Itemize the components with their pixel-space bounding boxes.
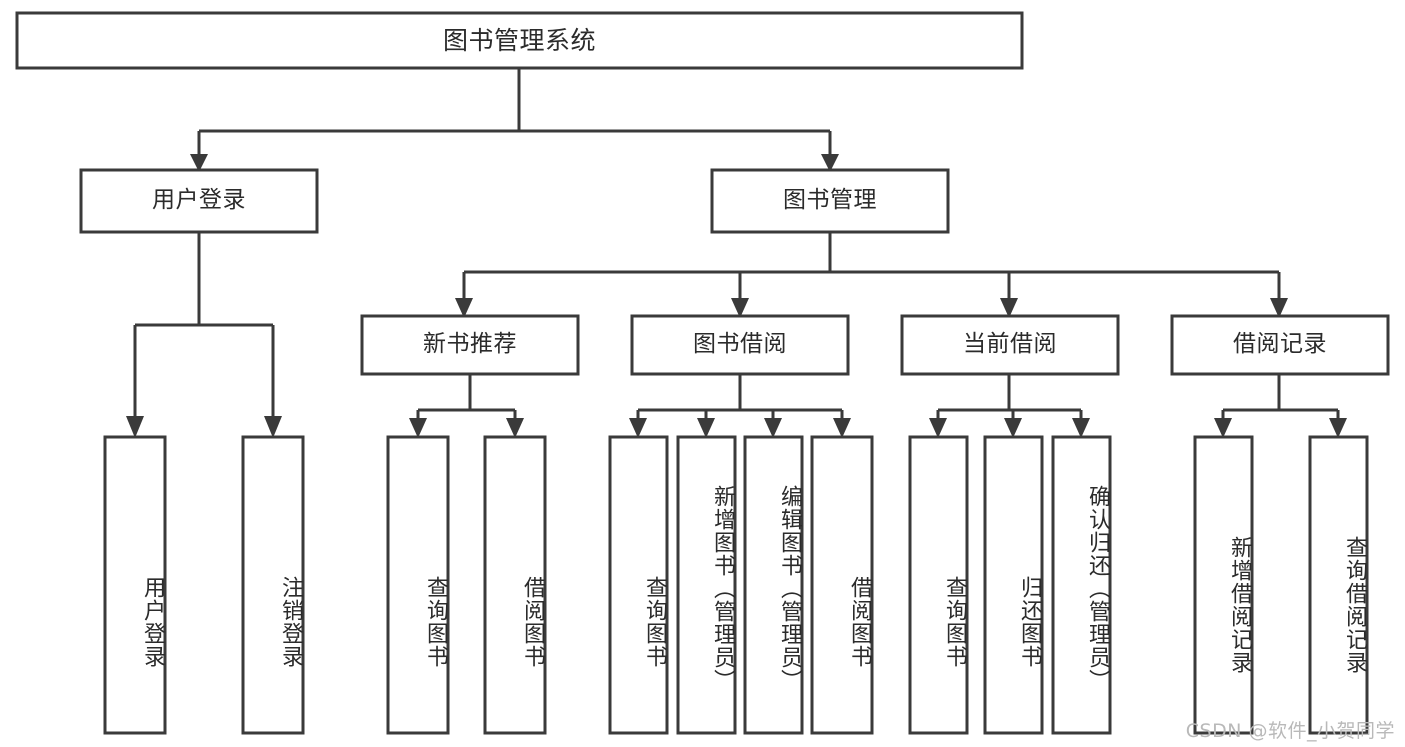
node-box-leaf-query-book-new [386, 435, 450, 735]
arrow-borrow-record [1270, 298, 1288, 318]
node-box-leaf-borrow-book-new [483, 435, 547, 735]
arrow-leaf-edit-book [764, 418, 782, 438]
node-box-leaf-edit-book-admin [743, 435, 804, 735]
arrow-leaf-add-book [697, 418, 715, 438]
arrow-leaf-user-logout [264, 416, 282, 438]
node-box-leaf-add-book-admin [676, 435, 737, 735]
arrow-leaf-query-borrow-record [1329, 418, 1347, 438]
arrow-leaf-query-book-borrow [629, 418, 647, 438]
arrow-leaf-borrow-book [833, 418, 851, 438]
node-box-book-borrow [630, 314, 850, 376]
node-box-leaf-user-logout [241, 435, 305, 735]
arrow-leaf-query-book-current [929, 418, 947, 438]
node-box-leaf-return-book [983, 435, 1044, 735]
node-box-leaf-add-borrow-record [1193, 435, 1254, 735]
arrow-leaf-query-book-new [409, 418, 427, 438]
node-box-new-book-recommend [360, 314, 580, 376]
arrow-current-borrow [1000, 298, 1018, 318]
node-box-leaf-query-book-current [908, 435, 969, 735]
arrow-new-book-recommend [455, 298, 473, 318]
node-box-root [15, 11, 1024, 70]
arrow-user-login [190, 154, 208, 172]
arrow-book-manage [821, 154, 839, 172]
arrow-leaf-return-book [1004, 418, 1022, 438]
node-box-leaf-confirm-return [1051, 435, 1112, 735]
arrow-leaf-confirm-return [1072, 418, 1090, 438]
node-box-book-manage [710, 168, 950, 234]
connector-group [126, 68, 1347, 438]
node-box-group [15, 11, 1390, 735]
node-box-user-login [79, 168, 319, 234]
node-box-leaf-borrow-book [810, 435, 874, 735]
node-box-leaf-query-book-borrow [608, 435, 669, 735]
node-box-borrow-record [1170, 314, 1390, 376]
arrow-leaf-user-login [126, 416, 144, 438]
arrow-leaf-add-borrow-record [1214, 418, 1232, 438]
node-box-leaf-user-login [103, 435, 167, 735]
arrow-leaf-borrow-book-new [506, 418, 524, 438]
csdn-watermark: CSDN @软件_小贺同学 [1185, 720, 1395, 742]
node-box-current-borrow [900, 314, 1120, 376]
arrow-book-borrow [731, 298, 749, 318]
node-box-leaf-query-borrow-record [1308, 435, 1369, 735]
